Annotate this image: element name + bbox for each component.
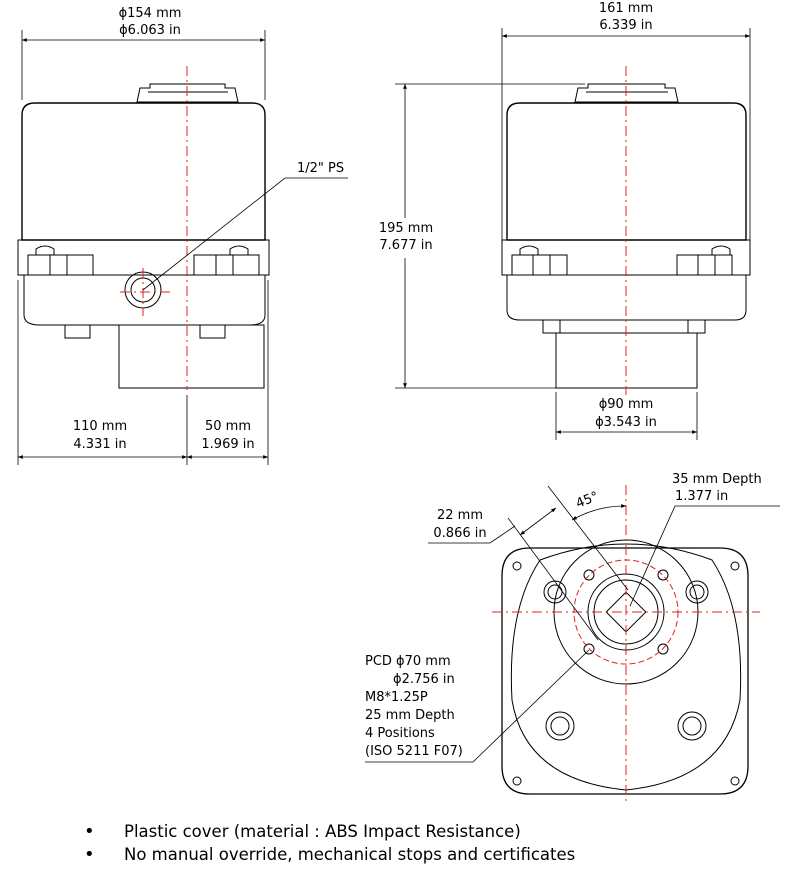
- port-label: 1/2" PS: [297, 161, 344, 176]
- front-centerlines: [120, 66, 188, 390]
- front-view: [17, 83, 270, 389]
- notes-list: Plastic cover (material : ABS Impact Res…: [84, 820, 575, 866]
- front-width-in: ϕ6.063 in: [119, 23, 181, 38]
- side-width-in: 6.339 in: [599, 18, 652, 33]
- bottom-dimension-text: 45° 22 mm 0.866 in 35 mm Depth 1.377 in …: [365, 472, 762, 759]
- height-label-bg: [370, 218, 442, 258]
- angle-label: 45°: [574, 489, 601, 512]
- bottom-centerlines: [492, 485, 760, 805]
- note-item: No manual override, mechanical stops and…: [84, 843, 575, 866]
- pcd-line-6: (ISO 5211 F07): [365, 744, 463, 759]
- height-mm: 195 mm: [379, 221, 433, 236]
- note-item: Plastic cover (material : ABS Impact Res…: [84, 820, 575, 843]
- pcd-line-1: PCD ϕ70 mm: [365, 654, 451, 669]
- front-dimensions: [17, 30, 348, 465]
- depth-in: 1.377 in: [675, 489, 728, 504]
- base-dia-mm: ϕ90 mm: [599, 397, 654, 412]
- pcd-line-5: 4 Positions: [365, 726, 435, 741]
- pcd-line-4: 25 mm Depth: [365, 708, 455, 723]
- flat-in: 0.866 in: [433, 526, 486, 541]
- pcd-line-2: ϕ2.756 in: [393, 672, 455, 687]
- height-in: 7.677 in: [379, 238, 432, 253]
- front-dimension-text: ϕ154 mm ϕ6.063 in 1/2" PS 110 mm 4.331 i…: [73, 6, 344, 452]
- left-length-in: 4.331 in: [73, 437, 126, 452]
- base-dia-in: ϕ3.543 in: [595, 415, 657, 430]
- depth-mm: 35 mm Depth: [672, 472, 762, 487]
- pcd-line-3: M8*1.25P: [365, 690, 428, 705]
- bottom-view: [501, 539, 749, 795]
- side-dimension-text: 161 mm 6.339 in 195 mm 7.677 in ϕ90 mm ϕ…: [370, 1, 657, 430]
- right-length-mm: 50 mm: [205, 419, 251, 434]
- left-length-mm: 110 mm: [73, 419, 127, 434]
- front-width-mm: ϕ154 mm: [119, 6, 182, 21]
- right-length-in: 1.969 in: [201, 437, 254, 452]
- side-width-mm: 161 mm: [599, 1, 653, 16]
- side-dimensions: [395, 28, 751, 440]
- flat-mm: 22 mm: [437, 508, 483, 523]
- bottom-dimensions: [365, 485, 780, 763]
- technical-drawing: ϕ154 mm ϕ6.063 in 1/2" PS 110 mm 4.331 i…: [17, 1, 780, 805]
